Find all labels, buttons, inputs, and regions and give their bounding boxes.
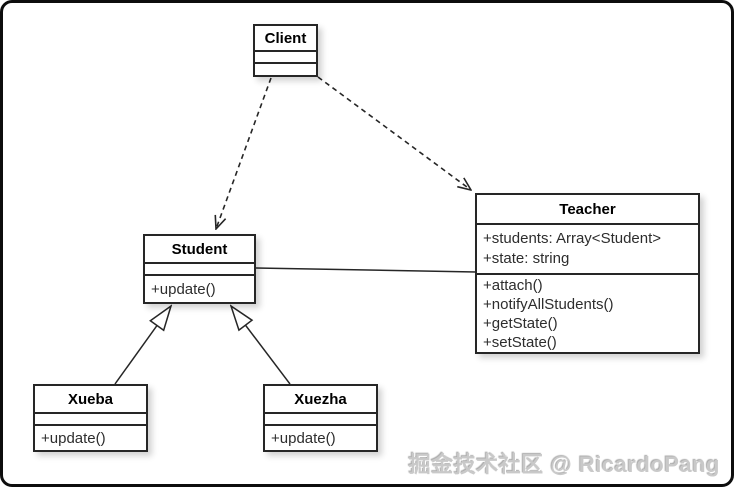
class-title-teacher: Teacher [477, 195, 698, 225]
teacher-methods-compartment: +attach() +notifyAllStudents() +getState… [477, 275, 698, 352]
teacher-attribute-students: +students: Array<Student> [483, 230, 662, 247]
edge-generalization-xueba-student [114, 306, 171, 385]
client-attributes-compartment-empty [255, 52, 316, 64]
edge-dependency-client-teacher [317, 76, 471, 190]
edge-association-student-teacher [255, 267, 477, 273]
class-box-xuezha: Xuezha +update() [263, 384, 378, 452]
xuezha-attributes-compartment-empty [265, 414, 376, 426]
teacher-method-setstate: +setState() [483, 333, 557, 351]
xuezha-method-update: +update() [271, 429, 336, 447]
student-attributes-compartment-empty [145, 264, 254, 276]
class-title-student: Student [145, 236, 254, 264]
class-title-client: Client [255, 26, 316, 52]
student-method-update: +update() [151, 280, 216, 298]
client-methods-compartment-empty [255, 64, 316, 75]
teacher-method-notifyallstudents: +notifyAllStudents() [483, 295, 614, 313]
student-methods-compartment: +update() [145, 276, 254, 302]
xueba-attributes-compartment-empty [35, 414, 146, 426]
edge-generalization-xuezha-student [231, 306, 291, 385]
watermark-text: 掘金技术社区 @ RicardoPang [408, 452, 720, 477]
class-title-xueba: Xueba [35, 386, 146, 414]
class-box-xueba: Xueba +update() [33, 384, 148, 452]
class-title-xuezha: Xuezha [265, 386, 376, 414]
edge-dependency-client-student [216, 77, 272, 229]
teacher-method-attach: +attach() [483, 276, 543, 294]
class-box-teacher: Teacher +students: Array<Student> +state… [475, 193, 700, 354]
class-box-client: Client [253, 24, 318, 77]
teacher-attributes-compartment: +students: Array<Student> +state: string [477, 225, 698, 275]
xueba-method-update: +update() [41, 429, 106, 447]
xuezha-methods-compartment: +update() [265, 426, 376, 450]
teacher-attribute-state: +state: string [483, 250, 570, 267]
xueba-methods-compartment: +update() [35, 426, 146, 450]
class-box-student: Student +update() [143, 234, 256, 304]
teacher-method-getstate: +getState() [483, 314, 558, 332]
